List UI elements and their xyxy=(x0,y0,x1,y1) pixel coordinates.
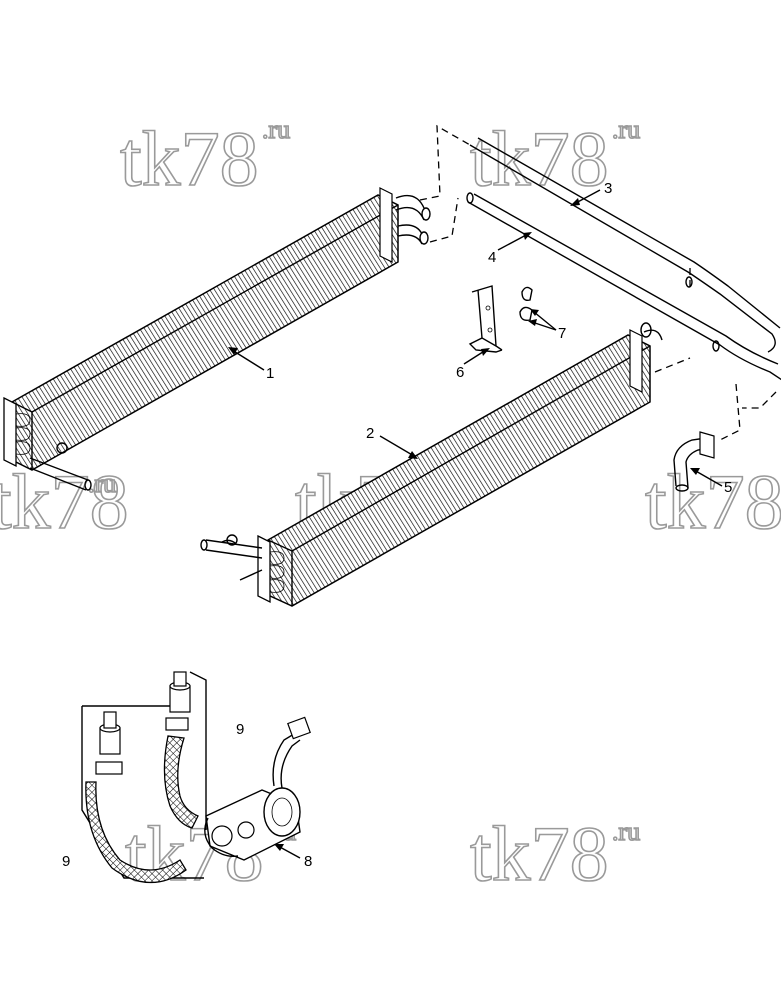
callout-9-left-hose: 9 xyxy=(62,853,70,870)
callout-labels: 1 2 3 4 5 6 7 8 9 9 xyxy=(62,180,732,870)
pipe-long-outer xyxy=(469,137,781,353)
hose-left xyxy=(85,711,187,884)
svg-text:tk78: tk78 xyxy=(120,115,259,202)
watermark-mid-left: tk78 .ru xyxy=(0,457,129,546)
pipe-long-inner xyxy=(466,192,781,381)
watermark-top-left: tk78 .ru xyxy=(119,114,291,203)
svg-text:tk78: tk78 xyxy=(0,458,129,545)
callout-1: 1 xyxy=(266,365,274,382)
svg-text:.ru: .ru xyxy=(88,469,116,498)
heater-coil-lower xyxy=(200,322,663,607)
callout-2: 2 xyxy=(366,425,374,442)
watermark-top-right: tk78 .ru xyxy=(469,114,641,203)
callout-8: 8 xyxy=(304,853,312,870)
svg-text:tk78: tk78 xyxy=(645,458,781,545)
svg-text:.ru: .ru xyxy=(262,115,290,144)
callout-6: 6 xyxy=(456,364,464,381)
watermark-mid-right: tk78 xyxy=(644,457,781,546)
callout-5: 5 xyxy=(724,479,732,496)
mounting-bracket xyxy=(468,285,503,353)
svg-text:.ru: .ru xyxy=(612,817,640,846)
watermark-bottom-right: tk78 .ru xyxy=(469,809,641,898)
water-pump xyxy=(204,716,311,861)
callout-leaders xyxy=(228,189,723,859)
callout-4: 4 xyxy=(488,249,496,266)
hose-right xyxy=(163,671,199,829)
hose-clips xyxy=(519,286,533,322)
callout-7: 7 xyxy=(558,325,566,342)
callout-3: 3 xyxy=(604,180,612,197)
elbow-fitting xyxy=(673,431,715,492)
svg-text:tk78: tk78 xyxy=(470,810,609,897)
callout-9-right-hose: 9 xyxy=(236,721,244,738)
svg-text:tk78: tk78 xyxy=(470,115,609,202)
svg-text:.ru: .ru xyxy=(612,115,640,144)
heater-coil-upper xyxy=(3,187,431,491)
